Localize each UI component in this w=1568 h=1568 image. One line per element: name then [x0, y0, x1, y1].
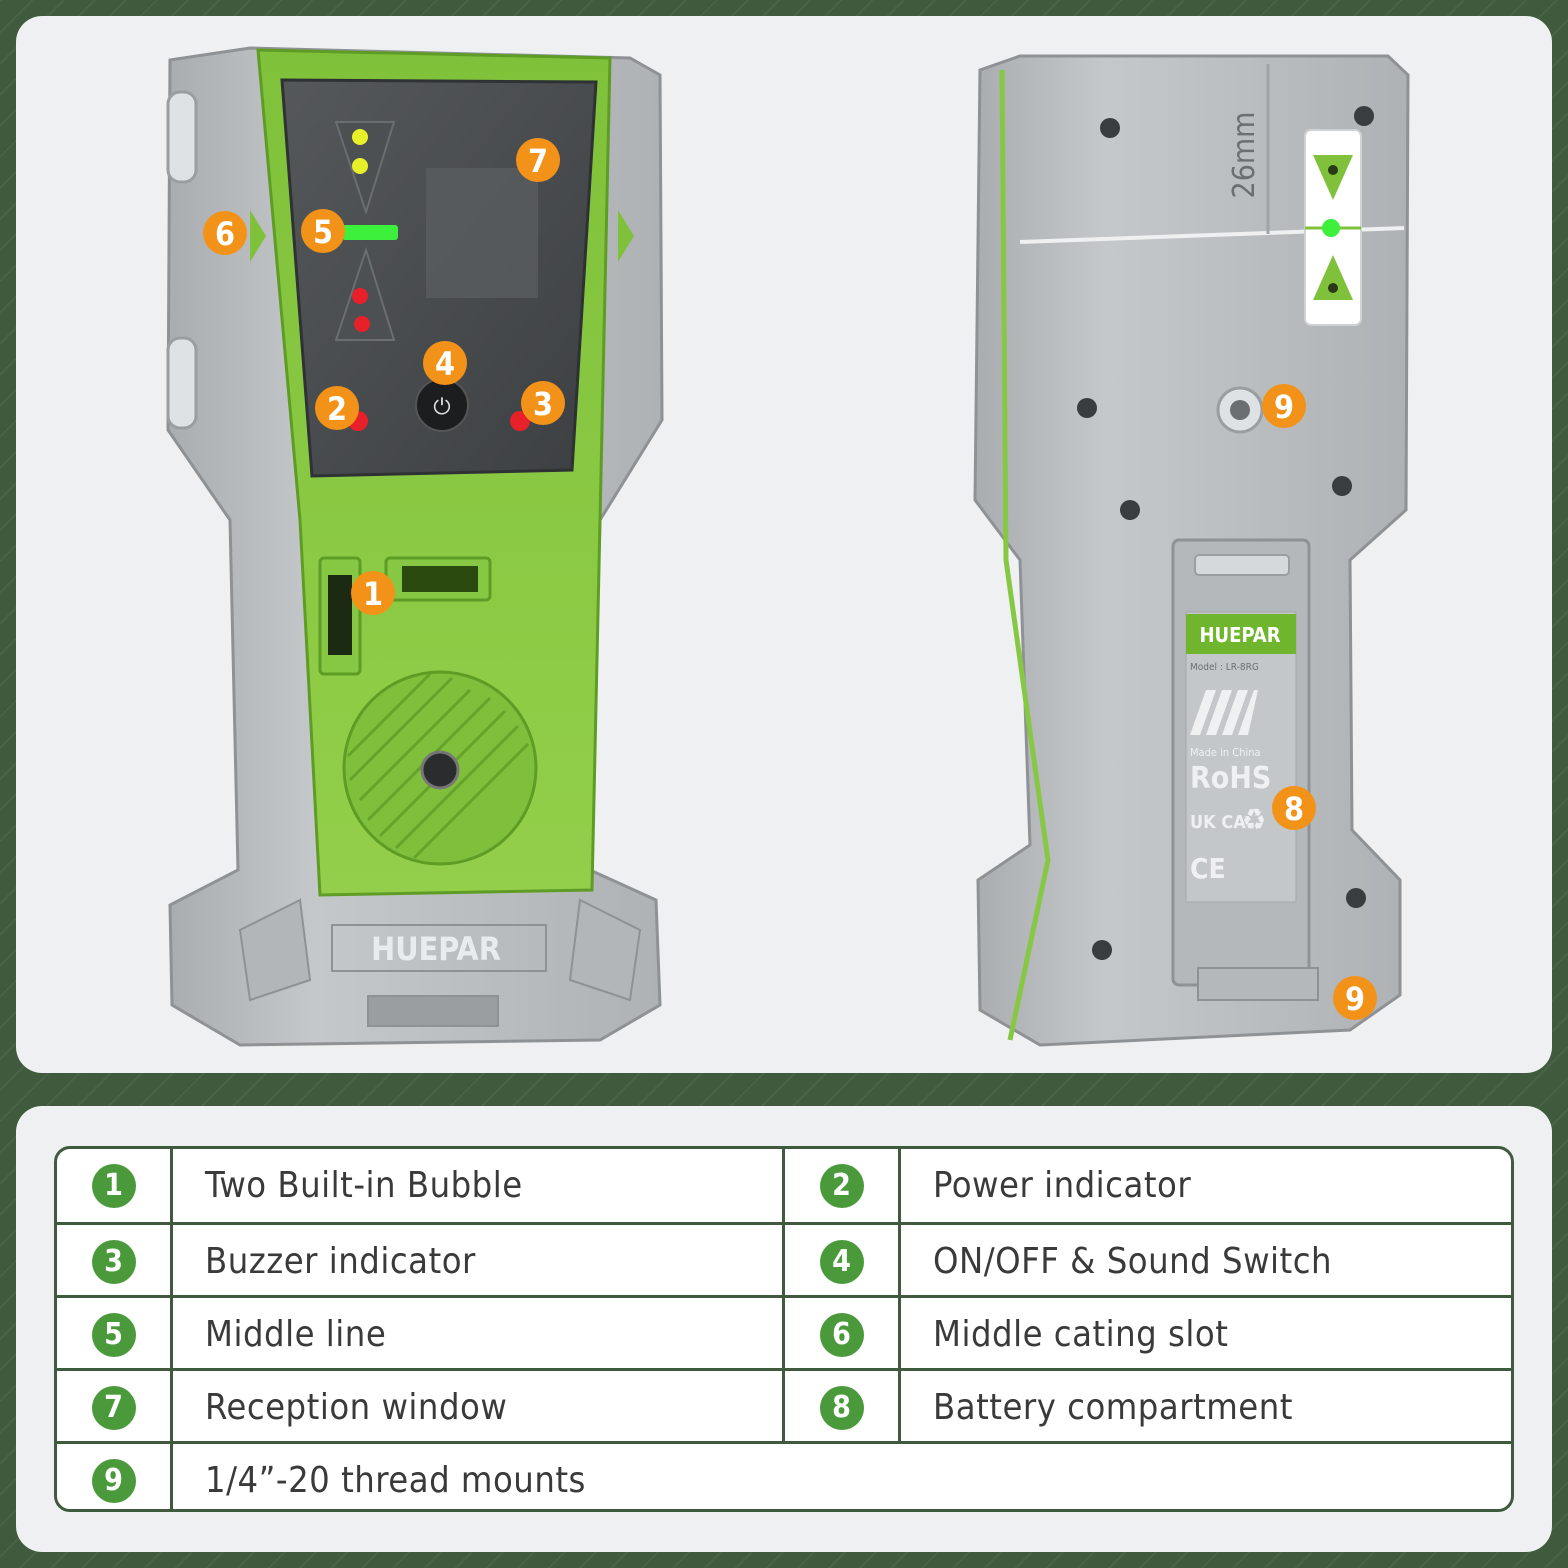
legend-text-3: Buzzer indicator: [205, 1241, 476, 1282]
svg-text:3: 3: [533, 385, 553, 423]
legend-row: 1 Two Built-in Bubble 2 Power indicator: [57, 1149, 1511, 1222]
badge-5: 5: [301, 209, 345, 253]
svg-text:6: 6: [215, 215, 235, 253]
legend-text-8: Battery compartment: [933, 1387, 1293, 1428]
badge-2: 2: [315, 386, 359, 430]
badge-1: 1: [351, 571, 395, 615]
svg-text:7: 7: [528, 142, 548, 180]
receiver-sensor: [426, 168, 538, 298]
badge-9-top: 9: [1262, 384, 1306, 428]
legend-text-1: Two Built-in Bubble: [205, 1165, 523, 1206]
magnet-top: [166, 90, 198, 184]
legend-number-7: 7: [91, 1385, 136, 1430]
svg-text:1: 1: [363, 575, 383, 613]
magnet-bottom: [166, 336, 198, 430]
callout-badges: 1 2 3 4 5 6 7 8 9 9: [203, 138, 1377, 1020]
rohs-label: RoHS: [1190, 761, 1271, 796]
legend-number-3: 3: [91, 1239, 136, 1284]
svg-text:9: 9: [1274, 388, 1294, 426]
svg-text:9: 9: [1345, 980, 1365, 1018]
svg-text:5: 5: [313, 213, 333, 251]
legend-row: 3 Buzzer indicator 4 ON/OFF & Sound Swit…: [57, 1222, 1511, 1298]
model-label: Model : LR-8RG: [1190, 662, 1259, 673]
top-arrow-icon: [1313, 155, 1353, 200]
front-device: ⏻ HUEPAR: [166, 46, 664, 1047]
buzzer-led-icon: [510, 411, 530, 431]
legend-row: 5 Middle line 6 Middle cating slot: [57, 1295, 1511, 1371]
front-brand-logo: HUEPAR: [371, 930, 501, 968]
ce-mark: CE: [1190, 852, 1226, 885]
legend-text-6: Middle cating slot: [933, 1314, 1229, 1355]
legend-text-4: ON/OFF & Sound Switch: [933, 1241, 1333, 1282]
legend-text-9: 1/4”-20 thread mounts: [205, 1460, 586, 1501]
measurement-label: 26mm: [1227, 112, 1262, 199]
power-icon: ⏻: [433, 395, 450, 420]
svg-text:4: 4: [435, 345, 455, 383]
middle-line-icon: [342, 225, 398, 240]
legend-row: 9 1/4”-20 thread mounts: [57, 1441, 1511, 1509]
legend-text-7: Reception window: [205, 1387, 508, 1428]
recycle-icon: ♻: [1242, 803, 1266, 838]
feature-legend-table: 1 Two Built-in Bubble 2 Power indicator …: [54, 1146, 1514, 1512]
badge-6: 6: [203, 211, 247, 255]
legend-text-2: Power indicator: [933, 1165, 1192, 1206]
legend-row: 7 Reception window 8 Battery compartment: [57, 1368, 1511, 1444]
back-brand-logo: HUEPAR: [1199, 623, 1280, 647]
horizontal-bubble-vial: [402, 566, 478, 592]
legend-number-4: 4: [819, 1239, 864, 1284]
badge-8: 8: [1272, 786, 1316, 830]
legend-number-8: 8: [819, 1385, 864, 1430]
svg-text:8: 8: [1284, 790, 1304, 828]
badge-9-bottom: 9: [1333, 976, 1377, 1020]
back-device: 26mm HUEPAR Model : LR-8RG Made in China…: [973, 54, 1410, 1047]
legend-number-6: 6: [819, 1312, 864, 1357]
legend-number-9: 9: [91, 1458, 136, 1503]
legend-text-5: Middle line: [205, 1314, 387, 1355]
device-illustrations: ⏻ HUEPAR 26mm: [166, 46, 1410, 1047]
legend-number-1: 1: [91, 1163, 136, 1208]
yellow-led-icon: [352, 129, 368, 145]
center-marker-icon: [1322, 219, 1340, 237]
ukca-label: UK CA: [1190, 812, 1246, 833]
yellow-led-icon: [352, 158, 368, 174]
badge-7: 7: [516, 138, 560, 182]
svg-text:2: 2: [327, 390, 347, 428]
vertical-bubble-vial: [328, 575, 352, 655]
bottom-arrow-icon: [1313, 255, 1353, 300]
legend-number-5: 5: [91, 1312, 136, 1357]
red-led-icon: [352, 288, 368, 304]
badge-3: 3: [521, 381, 565, 425]
badge-4: 4: [423, 341, 467, 385]
legend-number-2: 2: [819, 1163, 864, 1208]
made-in-label: Made in China: [1190, 746, 1261, 759]
red-led-icon: [354, 316, 370, 332]
